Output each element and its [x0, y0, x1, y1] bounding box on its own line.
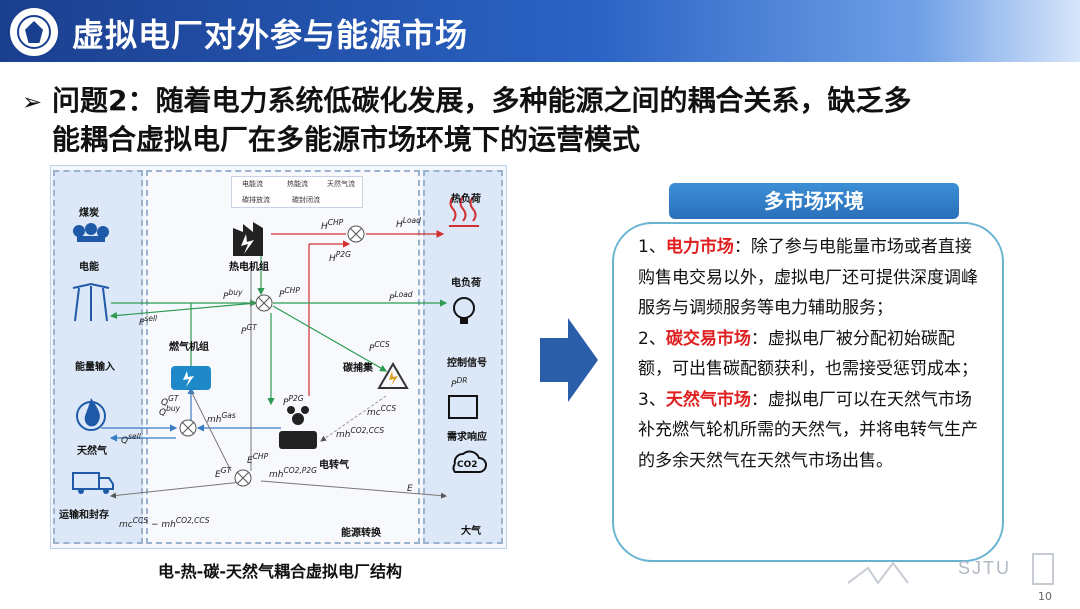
label-energy-input: 能量输入 — [75, 362, 115, 373]
label-coal: 煤炭 — [79, 208, 99, 219]
legend-carbon-seal: 碳封闭流 — [292, 196, 320, 204]
sym-mc-ccs: mcCCS — [367, 404, 397, 418]
page-number: 10 — [1038, 590, 1052, 603]
sjtu-watermark-logo: SJTU — [847, 548, 1058, 588]
sym-q-buy: Qbuy — [159, 404, 181, 418]
legend-carbon-emission: 碳排放流 — [242, 196, 270, 204]
label-energy-conversion: 能源转换 — [341, 528, 381, 539]
university-logo-icon — [8, 6, 60, 58]
energy-output-panel — [423, 170, 503, 544]
sym-p-sell: Psell — [139, 314, 158, 328]
sym-e-out: E — [407, 484, 413, 494]
page-title: 虚拟电厂对外参与能源市场 — [72, 16, 469, 54]
label-chp: 热电机组 — [229, 262, 269, 273]
vpp-structure-diagram: 电能流 热能流 天然气流 碳排放流 碳封闭流 煤炭 电能 能量输入 天然气 运输… — [50, 165, 507, 549]
market-item-power: 1、电力市场：除了参与电能量市场或者直接购售电交易以外，虚拟电厂还可提供深度调峰… — [638, 237, 978, 318]
diagram-legend: 电能流 热能流 天然气流 碳排放流 碳封闭流 — [231, 176, 363, 208]
question-line-2: 能耦合虚拟电厂在多能源市场环境下的运营模式 — [52, 123, 641, 156]
legend-gas: 天然气流 — [327, 180, 355, 188]
diagram-caption: 电-热-碳-天然气耦合虚拟电厂结构 — [158, 562, 402, 581]
sym-h-load: HLoad — [396, 216, 421, 230]
sym-p-load: PLoad — [389, 290, 413, 304]
label-transport: 运输和封存 — [59, 510, 109, 521]
sym-mh-gas: mhGas — [207, 411, 236, 425]
label-control-signal: 控制信号 — [447, 358, 487, 369]
label-demand-response: 需求响应 — [447, 432, 487, 443]
label-electricity: 电能 — [79, 262, 99, 273]
market-item-carbon: 2、碳交易市场：虚拟电厂被分配初始碳配额，可出售碳配额获利，也需接受惩罚成本； — [638, 328, 978, 380]
sym-q-sell: Qsell — [121, 432, 141, 446]
sym-mc-bottom: mcCCS − mhCO2,CCS — [119, 516, 210, 530]
sym-q-gt: QGT — [161, 394, 179, 408]
label-heat-load: 热负荷 — [451, 194, 481, 205]
sym-e-gt: EGT — [215, 466, 232, 480]
market-box-text: 1、电力市场：除了参与电能量市场或者直接购售电交易以外，虚拟电厂还可提供深度调峰… — [638, 232, 988, 476]
sym-p-ccs: PCCS — [369, 340, 390, 354]
legend-elec: 电能流 — [242, 180, 263, 188]
sym-h-p2g: HP2G — [329, 250, 351, 264]
label-elec-load: 电负荷 — [451, 278, 481, 289]
sym-p-buy: Pbuy — [223, 288, 243, 302]
right-arrow-icon — [540, 318, 598, 402]
label-p2g: 电转气 — [319, 460, 349, 471]
header-bar: 虚拟电厂对外参与能源市场 — [0, 0, 1080, 62]
sym-p-chp: PCHP — [279, 286, 300, 300]
diagram-flows — [72, 187, 487, 499]
sym-mh-co2-p2g: mhCO2,P2G — [269, 466, 317, 480]
legend-heat: 热能流 — [287, 180, 308, 188]
bullet-arrow-icon: ➢ — [22, 88, 43, 116]
label-carbon-capture: 碳捕集 — [343, 363, 373, 374]
sym-mh-co2-ccs: mhCO2,CCS — [336, 426, 385, 440]
market-box — [612, 222, 1004, 562]
label-natural-gas: 天然气 — [77, 446, 107, 457]
sym-p-gt: PGT — [241, 323, 257, 337]
question-line-1: 问题2：随着电力系统低碳化发展，多种能源之间的耦合关系，缺乏多 — [52, 84, 912, 117]
label-co2: CO2 — [457, 460, 478, 470]
market-box-title: 多市场环境 — [669, 183, 959, 219]
label-gas-turbine: 燃气机组 — [169, 342, 209, 353]
sym-h-chp: HCHP — [321, 218, 344, 232]
sym-e-chp: ECHP — [247, 452, 269, 466]
question-text: ➢ 问题2：随着电力系统低碳化发展，多种能源之间的耦合关系，缺乏多 能耦合虚拟电厂… — [22, 82, 1062, 159]
energy-conversion-panel — [146, 170, 420, 544]
label-atmosphere: 大气 — [461, 526, 481, 537]
market-item-gas: 3、天然气市场：虚拟电厂可以在天然气市场补充燃气轮机所需的天然气，并将电转气生产… — [638, 389, 978, 471]
sym-p-dr: PDR — [451, 376, 468, 390]
sym-p-p2g: PP2G — [283, 394, 304, 408]
